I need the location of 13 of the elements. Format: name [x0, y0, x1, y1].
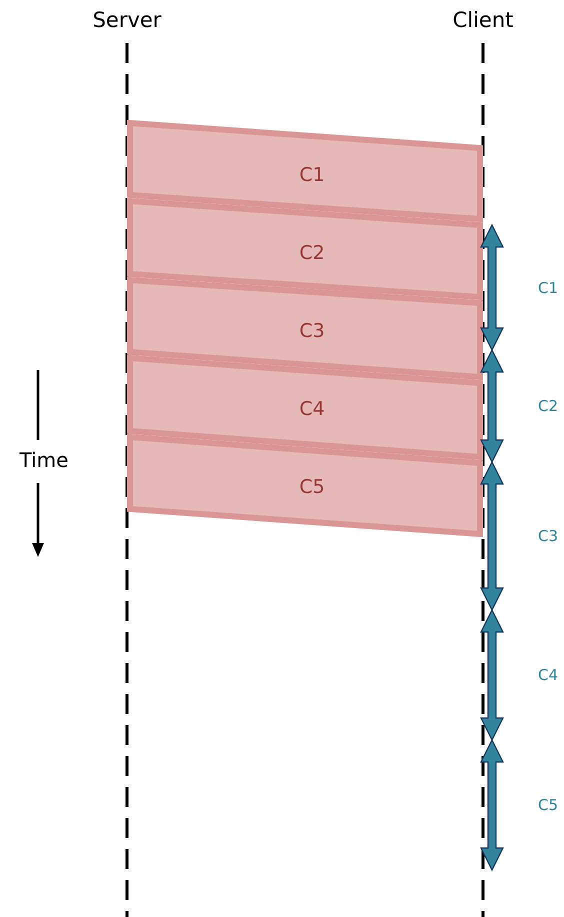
lifeline-label: Client: [452, 8, 514, 32]
duration-label: C3: [538, 527, 558, 545]
duration-label: C2: [538, 397, 558, 415]
duration-label: C5: [538, 796, 558, 814]
duration-label: C4: [538, 666, 558, 684]
band-label: C5: [299, 476, 325, 498]
axis-label: Time: [20, 448, 68, 472]
duration-label: C1: [538, 278, 558, 296]
band-label: C4: [299, 398, 325, 420]
band-label: C3: [299, 320, 325, 342]
lifeline-label: Server: [92, 8, 162, 32]
band-label: C1: [299, 164, 325, 186]
band-label: C2: [299, 242, 325, 264]
